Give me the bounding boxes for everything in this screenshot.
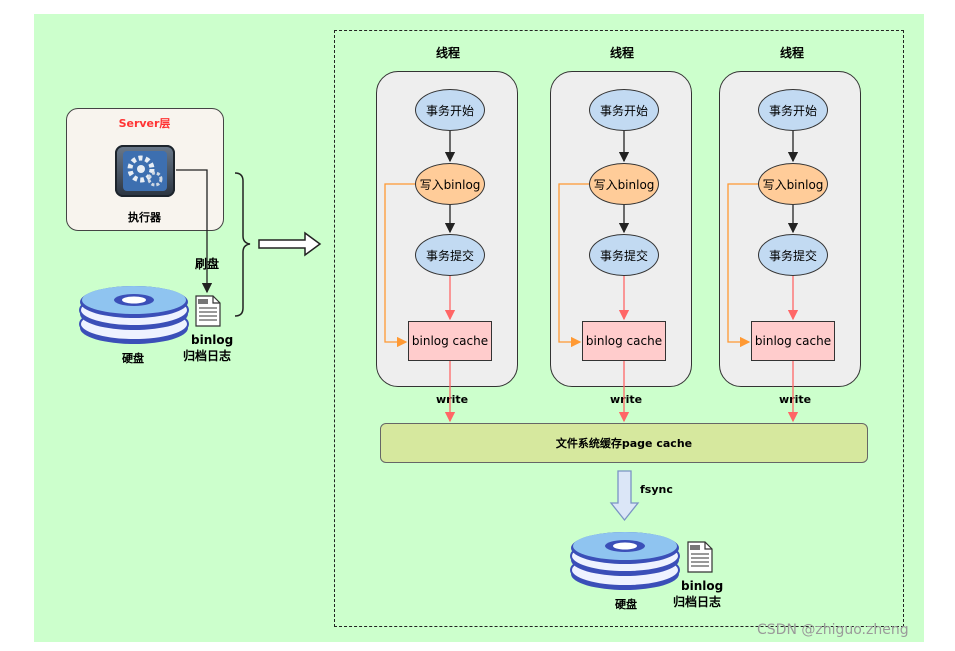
hollow-arrow-icon: [258, 231, 322, 257]
thread2-start-node: 事务开始: [589, 89, 659, 131]
fsync-arrow-icon: [609, 470, 640, 522]
thread2-binlog-cache: binlog cache: [582, 321, 666, 361]
thread-title-1: 线程: [436, 46, 461, 60]
executor-label: 执行器: [128, 211, 161, 224]
left-log-file-icon: [195, 295, 221, 327]
fsync-label: fsync: [640, 483, 673, 496]
bottom-disk-label: 硬盘: [615, 598, 637, 611]
thread1-start-node: 事务开始: [415, 89, 485, 131]
thread1-write-label: write: [436, 393, 469, 406]
brace-icon: [234, 172, 251, 317]
server-layer-title: Server层: [118, 117, 171, 130]
threads-container: [334, 30, 904, 627]
thread3-write-node: 写入binlog: [758, 163, 828, 205]
left-disk-label: 硬盘: [122, 352, 144, 365]
watermark: CSDN @zhiguo.zheng: [757, 622, 909, 638]
left-disk-icon: [78, 284, 190, 346]
bottom-log-label-1: binlog: [681, 579, 724, 593]
thread-title-2: 线程: [610, 46, 635, 60]
left-log-label-2: 归档日志: [183, 349, 232, 363]
thread2-commit-node: 事务提交: [589, 234, 659, 276]
flush-connector: [176, 169, 213, 294]
thread3-write-label: write: [779, 393, 812, 406]
thread2-write-label: write: [610, 393, 643, 406]
left-log-label-1: binlog: [191, 333, 234, 347]
bottom-log-file-icon: [687, 541, 713, 573]
thread1-write-node: 写入binlog: [415, 163, 485, 205]
thread-title-3: 线程: [780, 46, 805, 60]
thread2-write-node: 写入binlog: [589, 163, 659, 205]
thread3-start-node: 事务开始: [758, 89, 828, 131]
server-layer-box: Server层 执行器: [66, 108, 224, 231]
bottom-log-label-2: 归档日志: [673, 595, 722, 609]
thread3-commit-node: 事务提交: [758, 234, 828, 276]
thread1-binlog-cache: binlog cache: [408, 321, 492, 361]
executor-icon: [115, 145, 175, 197]
thread3-binlog-cache: binlog cache: [751, 321, 835, 361]
thread1-commit-node: 事务提交: [415, 234, 485, 276]
page-cache-bar: 文件系统缓存page cache: [380, 423, 868, 463]
bottom-disk-icon: [569, 530, 681, 592]
